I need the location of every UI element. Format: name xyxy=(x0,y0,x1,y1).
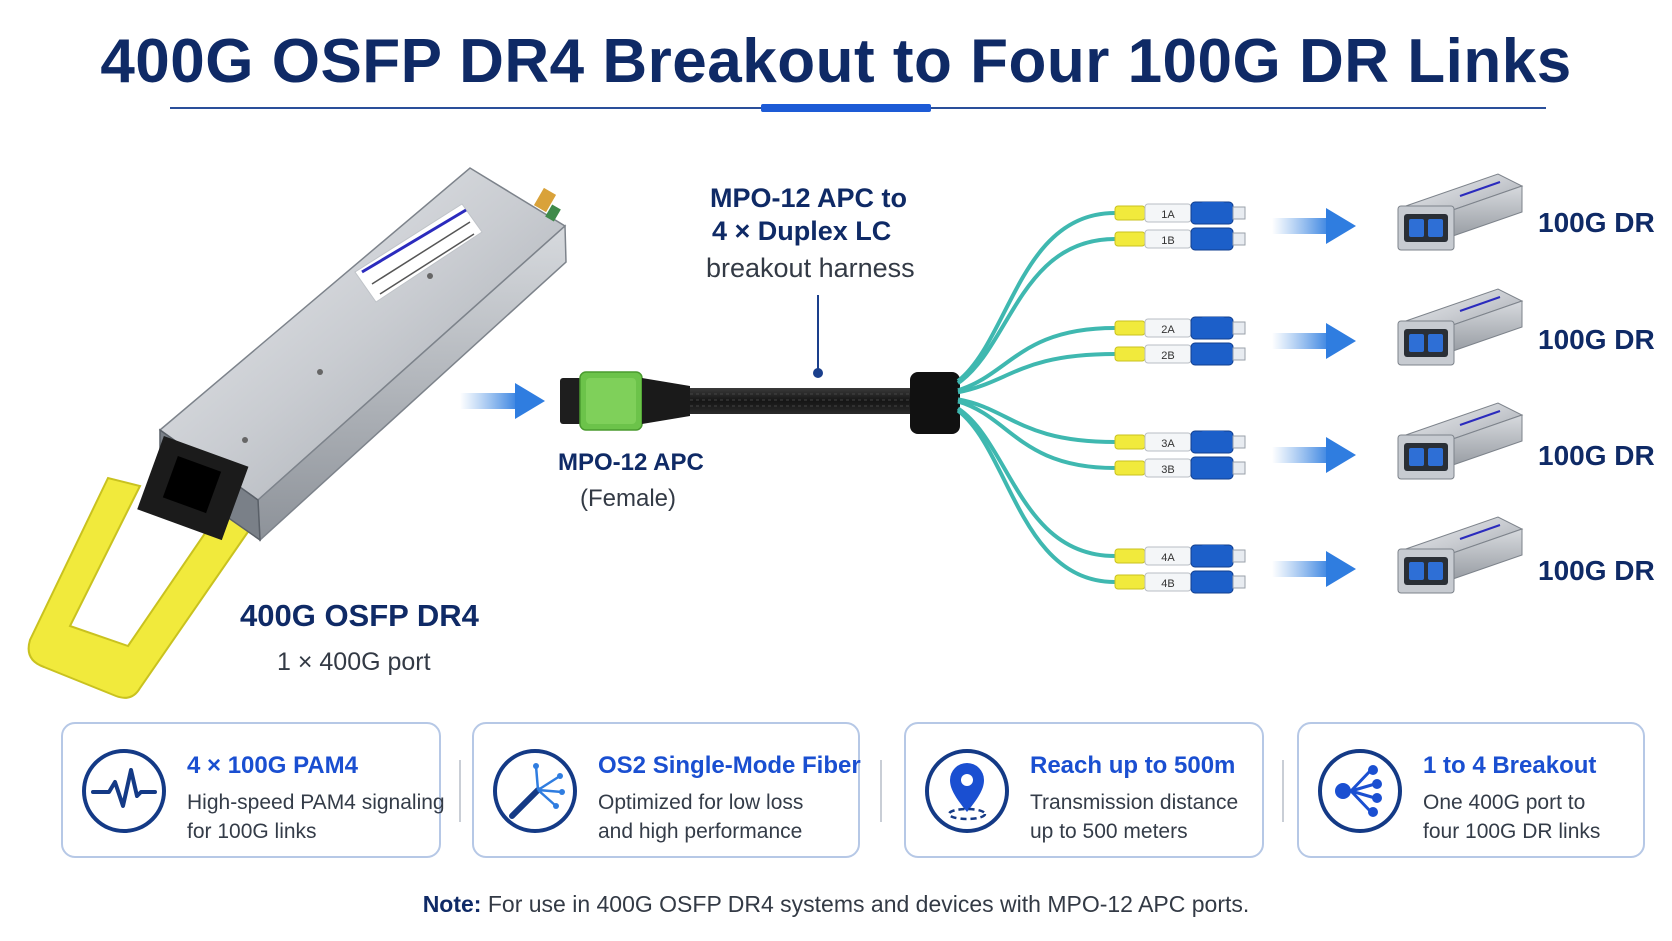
lc-label: 2B xyxy=(1161,350,1174,362)
fiber-strand xyxy=(956,211,1116,383)
dr-module xyxy=(1397,173,1524,251)
feature-title: 1 to 4 Breakout xyxy=(1423,752,1597,779)
fiber-strand xyxy=(957,352,1116,395)
feature-title: 4 × 100G PAM4 xyxy=(187,752,358,779)
arrow-osfp-to-mpo xyxy=(460,383,545,419)
trunk-cable xyxy=(690,388,910,414)
arrow-to-dr-module xyxy=(1272,437,1356,473)
lc-connector: 1B xyxy=(1114,227,1246,251)
note-text: For use in 400G OSFP DR4 systems and dev… xyxy=(481,891,1250,917)
title-accent-bar xyxy=(761,104,931,112)
dr-arrows xyxy=(1272,208,1356,587)
lc-duplex-clip xyxy=(1200,545,1226,555)
dr-modules xyxy=(1397,173,1524,594)
pulse-wave-icon xyxy=(82,749,166,833)
location-pin-icon xyxy=(925,749,1009,833)
lc-label: 4A xyxy=(1161,552,1175,564)
fiber-strand xyxy=(957,326,1116,393)
lc-label: 1A xyxy=(1161,209,1175,221)
lc-label: 1B xyxy=(1161,235,1174,247)
feature-title: Reach up to 500m xyxy=(1030,752,1236,779)
lc-duplex-clip xyxy=(1200,317,1226,327)
mpo-subtitle: (Female) xyxy=(580,485,677,512)
card-separator xyxy=(459,760,461,822)
lc-duplex-clip xyxy=(1200,202,1226,212)
fiber-strand xyxy=(957,399,1116,470)
fiber-optic-icon xyxy=(493,749,577,833)
mpo-name: MPO-12 APC xyxy=(558,449,704,476)
harness-callout xyxy=(813,295,823,378)
dr-module xyxy=(1397,288,1524,366)
page-title: 400G OSFP DR4 Breakout to Four 100G DR L… xyxy=(100,27,1572,96)
fiber-strand xyxy=(956,406,1116,558)
arrow-to-dr-module xyxy=(1272,551,1356,587)
harness-subtitle: breakout harness xyxy=(706,253,915,283)
lc-label: 3B xyxy=(1161,464,1174,476)
arrow-to-dr-module xyxy=(1272,323,1356,359)
arrow-to-dr-module xyxy=(1272,208,1356,244)
lc-label: 2A xyxy=(1161,324,1175,336)
lc-label: 4B xyxy=(1161,578,1174,590)
footer-note: Note: For use in 400G OSFP DR4 systems a… xyxy=(0,891,1672,918)
dr-label-2: 100G DR xyxy=(1538,324,1655,355)
lc-label: 3A xyxy=(1161,438,1175,450)
note-prefix: Note: xyxy=(422,891,482,917)
lc-connector: 3B xyxy=(1114,456,1246,480)
dr-label-3: 100G DR xyxy=(1538,440,1655,471)
fanout-boot xyxy=(910,372,960,434)
feature-title: OS2 Single-Mode Fiber xyxy=(598,752,861,779)
card-separator xyxy=(1282,760,1284,822)
lc-connector: 4B xyxy=(1114,570,1246,594)
osfp-name: 400G OSFP DR4 xyxy=(240,598,479,633)
osfp-subtitle: 1 × 400G port xyxy=(277,648,431,676)
fanout-fibers xyxy=(956,211,1116,584)
fiber-strand xyxy=(957,397,1116,444)
harness-title-line2: 4 × Duplex LC xyxy=(712,216,892,246)
osfp-module xyxy=(27,167,567,699)
dr-label-4: 100G DR xyxy=(1538,555,1655,586)
dr-module xyxy=(1397,516,1524,594)
fiber-strand xyxy=(956,408,1116,584)
feature-card-fiber: OS2 Single-Mode Fiber Optimized for low … xyxy=(472,722,861,858)
dr-label-1: 100G DR xyxy=(1538,207,1655,238)
breakout-network-icon xyxy=(1318,749,1402,833)
lc-connectors: 1A 1B 2A 2B 3A 3B 4A 4B xyxy=(1114,201,1246,594)
lc-duplex-clip xyxy=(1200,431,1226,441)
lc-connector: 2B xyxy=(1114,342,1246,366)
harness-title-line1: MPO-12 APC to xyxy=(710,183,908,213)
fiber-strand xyxy=(956,237,1116,385)
dr-module xyxy=(1397,402,1524,480)
mpo-connector xyxy=(560,371,690,431)
card-separator xyxy=(880,760,882,822)
